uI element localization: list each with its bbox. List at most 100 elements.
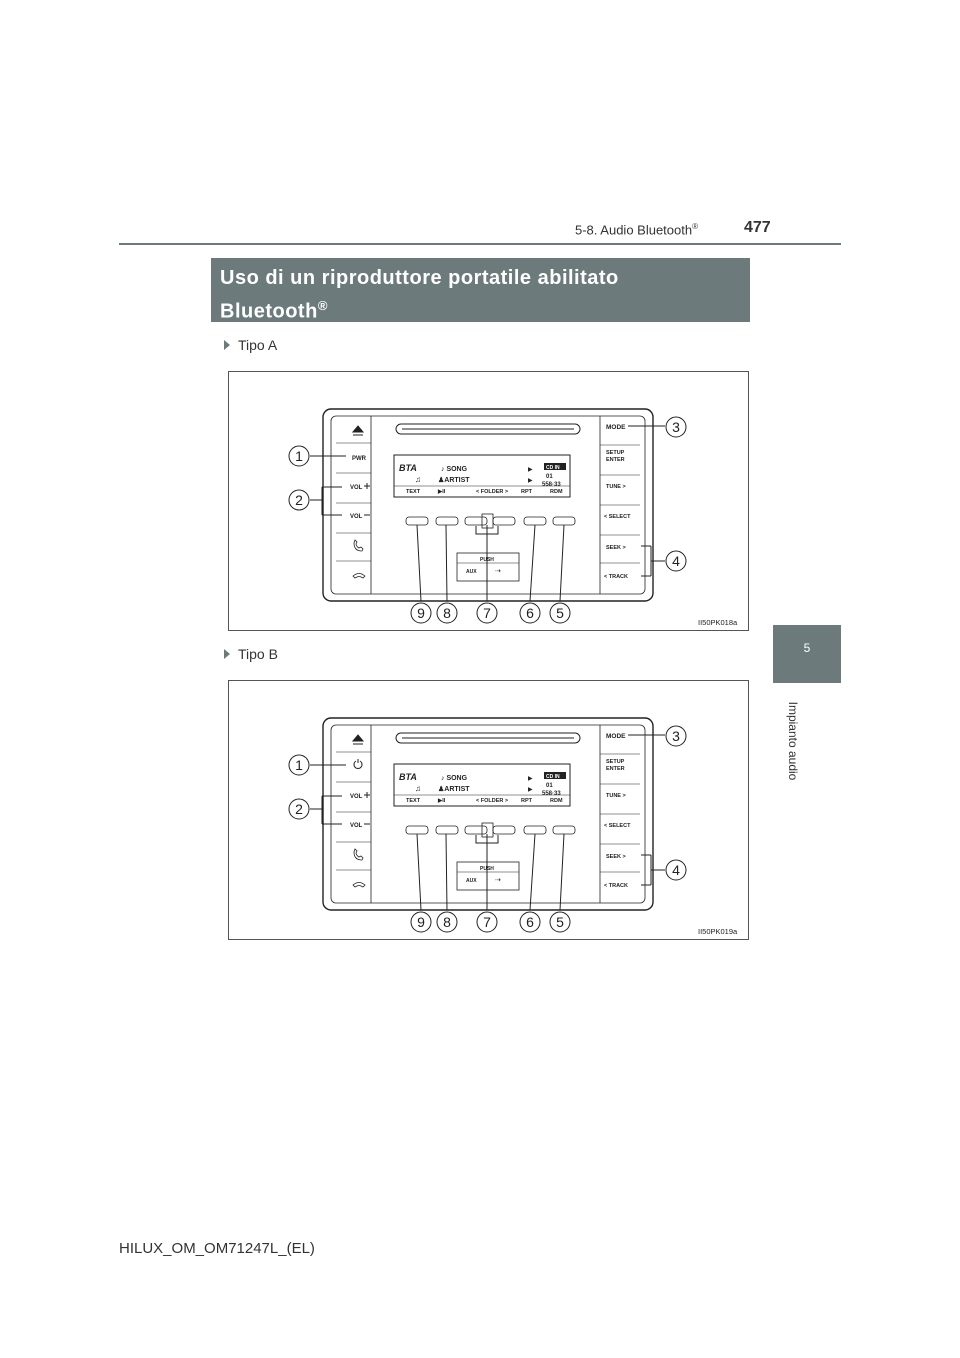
chapter-number: 5 <box>803 641 811 655</box>
preset-button <box>523 825 547 835</box>
softkey-label: RPT <box>521 489 533 495</box>
tune-label: TUNE > <box>606 793 626 799</box>
chapter-tab[interactable] <box>773 625 841 683</box>
callout-8: 8 <box>443 914 451 930</box>
preset-button <box>435 825 459 835</box>
cd-slot <box>395 423 581 435</box>
callout-7-bracket <box>475 835 499 844</box>
callout-5-leader <box>559 833 565 911</box>
unit-body <box>322 717 654 911</box>
callout-4: 4 <box>672 553 680 569</box>
callout-4: 4 <box>672 862 680 878</box>
seek-label: SEEK > <box>606 545 626 551</box>
document-footer: HILUX_OM_OM71247L_(EL) <box>119 1240 315 1257</box>
callout-6-circle <box>519 602 541 624</box>
display-song: ♪ SONG <box>441 466 468 473</box>
callout-7: 7 <box>483 605 491 621</box>
display-panel <box>393 763 571 807</box>
callout-1-circle <box>288 445 310 467</box>
preset-button <box>492 516 516 526</box>
track-label: < TRACK <box>604 883 628 889</box>
callout-9-circle <box>410 602 432 624</box>
callout-6-circle <box>519 911 541 933</box>
callout-9-leader <box>416 524 422 602</box>
callout-4-circle <box>665 550 687 572</box>
display-artist: ♟ARTIST <box>438 785 470 793</box>
display-source: BTA <box>399 772 417 782</box>
callout-9-circle <box>410 911 432 933</box>
callout-7-circle <box>476 911 498 933</box>
eject-icon <box>351 425 365 436</box>
eject-icon <box>351 734 365 745</box>
note-icon: ♫ <box>415 784 421 793</box>
vol-up-label: VOL <box>350 485 363 491</box>
softkey-label: ▶II <box>437 797 446 804</box>
figure-id: II50PK019a <box>698 927 738 936</box>
callout-7: 7 <box>483 914 491 930</box>
display-time: 558·33 <box>542 791 561 797</box>
track-label: < TRACK <box>604 574 628 580</box>
vol-down-label: VOL <box>350 514 363 520</box>
bullet-arrow-icon <box>224 340 230 351</box>
chapter-label-wrap: Impianto audio <box>783 690 803 810</box>
aux-usb-panel <box>456 861 520 891</box>
preset-button <box>405 825 429 835</box>
callout-9-leader <box>416 833 422 911</box>
bullet-type-a: Tipo A <box>224 337 277 353</box>
softkey-label: RDM <box>550 798 563 804</box>
bullet-arrow-icon <box>224 649 230 660</box>
section-title-box: Uso di un riproduttore portatile abilita… <box>211 258 750 323</box>
display-artist: ♟ARTIST <box>438 476 470 484</box>
setup-label: SETUP <box>606 759 625 765</box>
callout-3-circle <box>665 416 687 438</box>
section-title: Uso di un riproduttore portatile abilita… <box>220 267 619 323</box>
callout-6: 6 <box>526 605 534 621</box>
callout-9: 9 <box>417 914 425 930</box>
callout-5-leader <box>559 524 565 602</box>
callout-2: 2 <box>295 492 303 508</box>
chapter-label: Impianto audio <box>786 701 800 781</box>
plus-icon <box>364 483 370 489</box>
callout-5-circle <box>549 911 571 933</box>
phone-call-icon <box>353 848 364 861</box>
vol-down-label: VOL <box>350 823 363 829</box>
display-cd-in: CD IN <box>546 465 560 471</box>
usb-icon: ⇢ <box>495 877 501 884</box>
callout-8-circle <box>436 911 458 933</box>
preset-button <box>552 825 576 835</box>
unit-inner-frame <box>330 724 646 904</box>
callout-2-leader <box>310 795 342 825</box>
preset-button <box>523 516 547 526</box>
usb-icon: ⇢ <box>495 568 501 575</box>
callout-9: 9 <box>417 605 425 621</box>
callout-6-leader <box>529 833 536 911</box>
tune-label: TUNE > <box>606 484 626 490</box>
mode-label: MODE <box>606 733 626 740</box>
preset-button <box>552 516 576 526</box>
display-source: BTA <box>399 463 417 473</box>
aux-usb-panel <box>456 552 520 582</box>
callout-8-circle <box>436 602 458 624</box>
figure-frame <box>228 371 749 631</box>
aux-label: AUX <box>466 569 477 575</box>
unit-body <box>322 408 654 602</box>
callout-6: 6 <box>526 914 534 930</box>
callout-2-leader <box>310 486 342 516</box>
callout-7-bracket <box>475 526 499 535</box>
softkey-label: RDM <box>550 489 563 495</box>
cd-in-indicator <box>544 772 566 779</box>
plus-icon <box>364 792 370 798</box>
callout-2-circle <box>288 489 310 511</box>
figure-frame <box>228 680 749 940</box>
vol-up-label: VOL <box>350 794 363 800</box>
setup-label: SETUP <box>606 450 625 456</box>
callout-1: 1 <box>295 448 303 464</box>
callout-3: 3 <box>672 728 680 744</box>
display-arrow-icon: ▶ <box>528 787 533 793</box>
display-cd-in: CD IN <box>546 774 560 780</box>
callout-8: 8 <box>443 605 451 621</box>
softkey-label: < FOLDER > <box>476 489 508 495</box>
display-panel <box>393 454 571 498</box>
